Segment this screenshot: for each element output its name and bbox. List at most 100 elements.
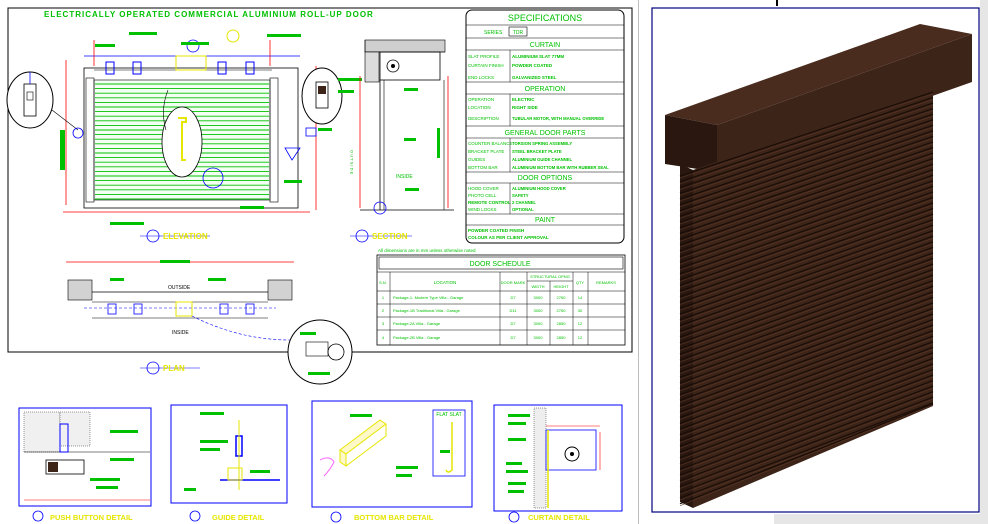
spec-row-label: CURTAIN FINISH [468, 63, 504, 68]
curtain-slat-line [679, 257, 934, 350]
spec-row-value: SAFETY [512, 193, 529, 198]
curtain-slat-highlight [679, 104, 934, 190]
curtain-slat-highlight [679, 315, 934, 409]
schedule-cell-sno: 1 [382, 295, 385, 300]
curtain-slat-highlight [679, 243, 934, 334]
curtain-slat-line [679, 391, 934, 488]
spec-row-value: GALVANIZED STEEL [512, 75, 557, 80]
spec-general-rows: COUNTER BALANCE TORSION SPRING ASSEMBLY … [468, 141, 609, 170]
curtain-slat-highlight [679, 154, 934, 242]
curtain-slat-line [679, 146, 934, 235]
curtain-slat-line [679, 263, 934, 355]
curtain-slat-highlight [679, 254, 934, 346]
spec-row-label: DESCRIPTION [468, 116, 499, 121]
curtain-slat-line [679, 396, 934, 493]
curtain-slat-highlight [679, 199, 934, 288]
curtain-slat-line [679, 346, 934, 442]
push-button-detail: PUSH BUTTON DETAIL [18, 407, 152, 522]
spec-series-label: SERIES [484, 30, 503, 36]
schedule-row: 3 Package-2A Villa - Garage D7 3000 2850… [382, 321, 583, 326]
curtain-slat-highlight [679, 321, 934, 415]
curtain-slat-line [679, 307, 934, 401]
elevation-view: ELEVATION [6, 29, 362, 243]
curtain-slat-line [679, 280, 934, 373]
curtain-slat-line [679, 274, 934, 367]
curtain-slat-line [679, 124, 934, 212]
schedule-cell-width: 3000 [534, 335, 544, 340]
schedule-cell-sno: 3 [382, 321, 385, 326]
curtain-slat-highlight [679, 221, 934, 311]
schedule-header-qty: QTY [576, 280, 585, 285]
outside-vertical-label: O U T S I D E [350, 150, 355, 175]
curtain-slat-highlight [679, 188, 934, 277]
curtain-slat-line [679, 285, 934, 378]
schedule-header-location: LOCATION [434, 280, 457, 285]
curtain-slat-highlight [679, 182, 934, 271]
curtain-slat-highlight [679, 160, 934, 248]
schedule-cell-width: 3000 [534, 321, 544, 326]
schedule-cell-width: 3000 [534, 295, 544, 300]
curtain-slat-highlight [679, 282, 934, 374]
schedule-cell-mark: D11 [509, 308, 517, 313]
curtain-slat-line [679, 130, 934, 217]
curtain-slat-line [679, 402, 934, 499]
spec-row-value: TUBULAR MOTOR, WITH MANUAL OVERRIDE [512, 116, 604, 121]
spec-row-label: HOOD COVER [468, 186, 500, 191]
curtain-slat-highlight [679, 127, 934, 213]
spec-row-label: LOCATION [468, 105, 491, 110]
curtain-slat-highlight [679, 149, 934, 236]
spec-operation-rows: OPERATION ELECTRIC LOCATION RIGHT SIDE D… [468, 97, 604, 121]
schedule-row: 2 Package-1B Traditional Villa - Garage … [382, 308, 583, 313]
curtain-slat-line [679, 246, 934, 338]
schedule-header-structural: STRUCTURAL OPNG [530, 274, 570, 279]
schedule-cell-mark: D7 [510, 321, 516, 326]
curtain-slat-line [679, 296, 934, 390]
spec-row-label: OPERATION [468, 97, 494, 102]
section-inside-label: INSIDE [396, 174, 413, 180]
guide-detail: GUIDE DETAIL [170, 404, 288, 522]
curtain-slat-highlight [679, 398, 934, 495]
schedule-header-mark: DOOR MARK [501, 280, 526, 285]
curtain-slat-line [679, 380, 934, 476]
curtain-slat-highlight [679, 365, 934, 461]
curtain-slat-line [679, 141, 934, 229]
curtain-slat-highlight [679, 110, 934, 196]
door-schedule: DOOR SCHEDULE S.N. LOCATION DOOR MARK ST… [376, 254, 626, 346]
curtain-slat-highlight [679, 271, 934, 363]
section-bottom-icon [373, 201, 387, 215]
curtain-slat-highlight [679, 121, 934, 208]
plan-view: OUTSIDE INSIDE PLAN [66, 260, 353, 385]
bottom-bar-detail: FLAT SLAT BOTTOM BAR DETAIL [311, 400, 473, 523]
curtain-slat-line [679, 202, 934, 292]
spec-paint-heading: PAINT [535, 217, 556, 224]
curtain-slat-highlight [679, 326, 934, 420]
curtain-slat-line [679, 91, 934, 177]
bottom-bar-detail-title: BOTTOM BAR DETAIL [354, 513, 434, 522]
schedule-cell-location: Package-2B Villa - Garage [393, 335, 441, 340]
schedule-header-sno: S.N. [379, 280, 387, 285]
curtain-slat-highlight [679, 337, 934, 432]
curtain-slat-line [679, 324, 934, 419]
spec-row-value: ALUMINIUM SLAT 77MM [512, 54, 564, 59]
curtain-slat-line [679, 230, 934, 321]
spec-row-label: BRACKET PLATE [468, 149, 504, 154]
spec-options-heading: DOOR OPTIONS [518, 175, 573, 182]
curtain-slat-line [679, 174, 934, 263]
curtain-slat-highlight [679, 171, 934, 259]
curtain-slat-highlight [679, 115, 934, 202]
curtain-slat-line [679, 368, 934, 465]
spec-curtain-heading: CURTAIN [530, 42, 560, 49]
schedule-header-remarks: REMARKS [596, 280, 616, 285]
spec-row-value: ALUMINIUM BOTTOM BAR WITH RUBBER SEAL [512, 165, 609, 170]
curtain-slat-line [679, 302, 934, 396]
curtain-slat-highlight [679, 343, 934, 438]
curtain-slat-line [679, 196, 934, 286]
push-button-detail-title: PUSH BUTTON DETAIL [50, 513, 133, 522]
curtain-slat-line [679, 169, 934, 258]
curtain-slat-highlight [679, 165, 934, 254]
curtain-slat-highlight [679, 354, 934, 449]
detail-marker-icon [189, 510, 201, 522]
curtain-slat-line [679, 330, 934, 424]
elevation-label: ELEVATION [163, 232, 208, 241]
curtain-slat-highlight [679, 404, 934, 507]
